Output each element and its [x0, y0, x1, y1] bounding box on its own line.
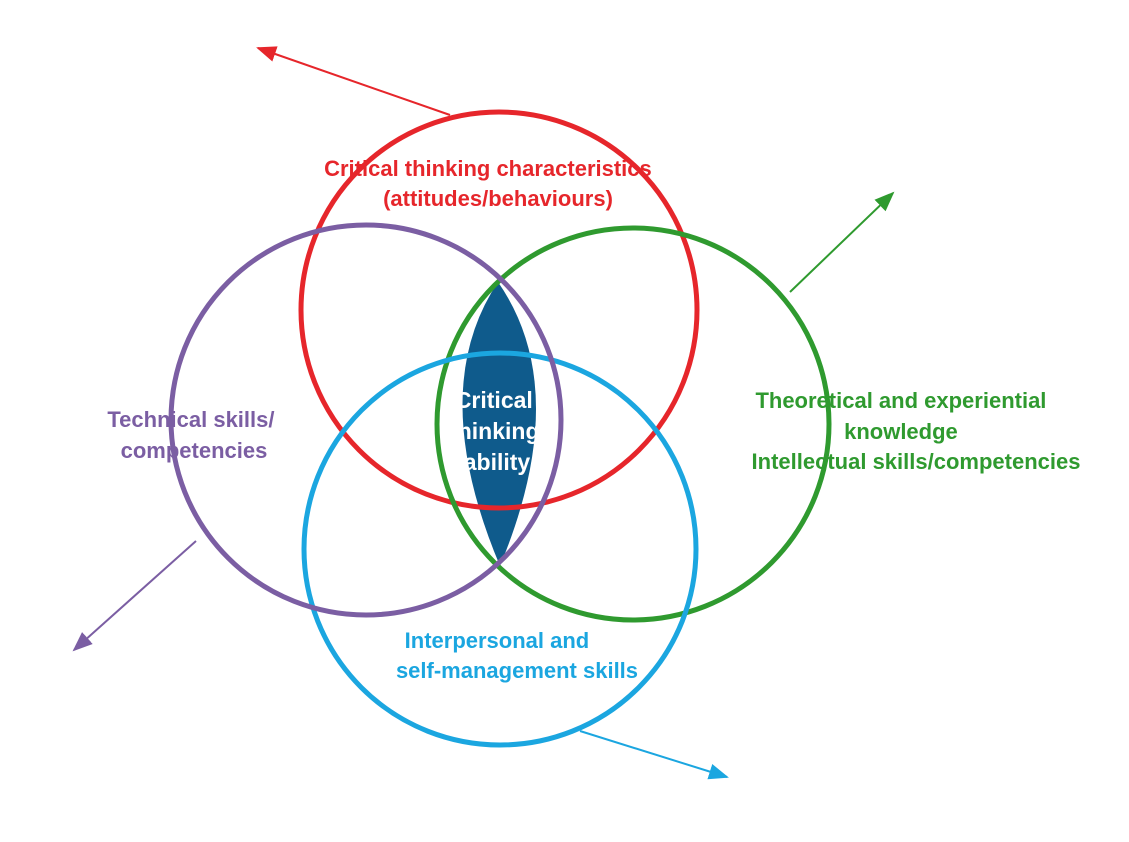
- green-label-line: Theoretical and experiential: [755, 388, 1046, 413]
- blue-label-line: self-management skills: [396, 658, 638, 683]
- circle-purple: [168, 222, 564, 618]
- circle-green: [434, 225, 832, 623]
- red-label-line: (attitudes/behaviours): [383, 186, 613, 211]
- arrow-blue: [579, 730, 729, 780]
- center-label: Critical thinking ability: [450, 387, 546, 475]
- red-label-line: Critical thinking characteristics: [324, 156, 652, 181]
- blue-circle-label: Interpersonal and self-management skills: [396, 628, 638, 683]
- purple-circle-label: Technical skills/ competencies: [107, 407, 280, 463]
- circle-blue: [301, 350, 699, 748]
- blue-label-line: Interpersonal and: [405, 628, 590, 653]
- purple-label-line: competencies: [121, 438, 268, 463]
- center-label-line: thinking: [450, 418, 539, 444]
- center-label-line: Critical: [455, 387, 533, 413]
- circle-red: [298, 109, 700, 511]
- green-label-line: knowledge: [844, 419, 958, 444]
- arrow-purple: [72, 540, 197, 652]
- arrow-green: [789, 191, 895, 293]
- green-label-line: Intellectual skills/competencies: [752, 449, 1081, 474]
- red-circle-label: Critical thinking characteristics (attit…: [324, 156, 658, 211]
- green-circle-label: Theoretical and experiential knowledge I…: [752, 388, 1081, 474]
- arrow-red: [256, 46, 451, 116]
- center-label-line: ability: [464, 449, 531, 475]
- purple-label-line: Technical skills/: [107, 407, 274, 432]
